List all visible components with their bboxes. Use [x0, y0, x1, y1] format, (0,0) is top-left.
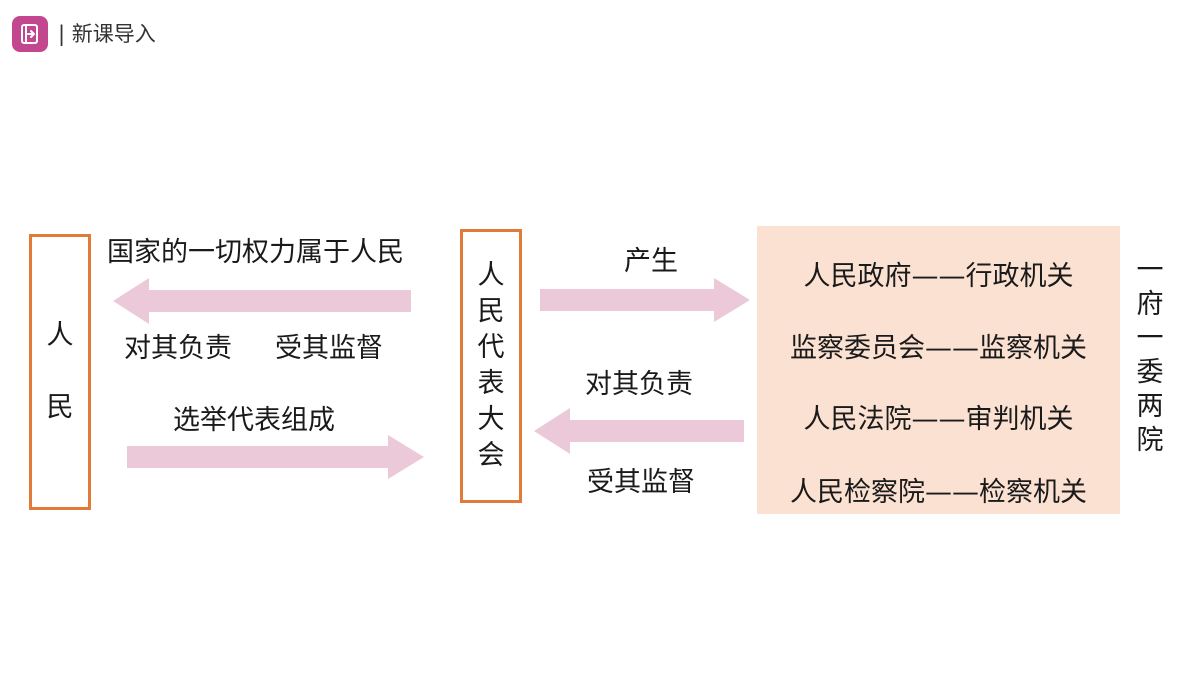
organ-row-government: 人民政府——行政机关 — [803, 261, 1074, 292]
book-arrow-icon — [21, 24, 38, 44]
organ-row-court: 人民法院——审判机关 — [803, 404, 1074, 435]
responsible-to-congress-label: 对其负责 — [585, 369, 693, 400]
congress-char: 代 — [477, 332, 505, 363]
congress-char: 表 — [477, 368, 505, 399]
organ-row-supervisory-commission: 监察委员会——监察机关 — [790, 333, 1087, 364]
side-char: 府 — [1136, 289, 1164, 320]
organ-row-procuratorate: 人民检察院——检察机关 — [790, 477, 1087, 508]
peoples-congress-box: 人 民 代 表 大 会 — [460, 229, 522, 503]
side-char: 一 — [1136, 323, 1164, 354]
people-char: 民 — [46, 392, 74, 423]
arrow-congress-to-people — [113, 278, 411, 324]
supervised-by-people-label: 受其监督 — [275, 333, 383, 364]
congress-char: 人 — [477, 260, 505, 291]
people-char: 人 — [46, 320, 74, 351]
arrow-people-to-congress — [127, 435, 424, 479]
arrow-organs-to-congress — [534, 408, 744, 454]
state-organs-panel: 人民政府——行政机关 监察委员会——监察机关 人民法院——审判机关 人民检察院—… — [757, 226, 1120, 514]
side-char: 一 — [1136, 255, 1164, 286]
lesson-import-icon — [12, 16, 48, 52]
people-box: 人 民 — [29, 234, 91, 510]
elect-representatives-label: 选举代表组成 — [173, 405, 335, 436]
side-char: 院 — [1136, 425, 1164, 456]
one-government-one-commission-two-courts-label: 一 府 一 委 两 院 — [1132, 254, 1168, 458]
side-char: 两 — [1136, 391, 1164, 422]
produce-label: 产生 — [624, 246, 678, 277]
side-char: 委 — [1136, 357, 1164, 388]
congress-char: 会 — [477, 440, 505, 471]
congress-char: 民 — [477, 296, 505, 327]
supervised-by-congress-label: 受其监督 — [587, 467, 695, 498]
congress-char: 大 — [477, 404, 505, 435]
page-title: | 新课导入 — [58, 22, 156, 46]
responsible-to-people-label: 对其负责 — [124, 333, 232, 364]
arrow-congress-to-organs — [540, 278, 750, 322]
all-power-belongs-to-people-label: 国家的一切权力属于人民 — [107, 237, 404, 268]
